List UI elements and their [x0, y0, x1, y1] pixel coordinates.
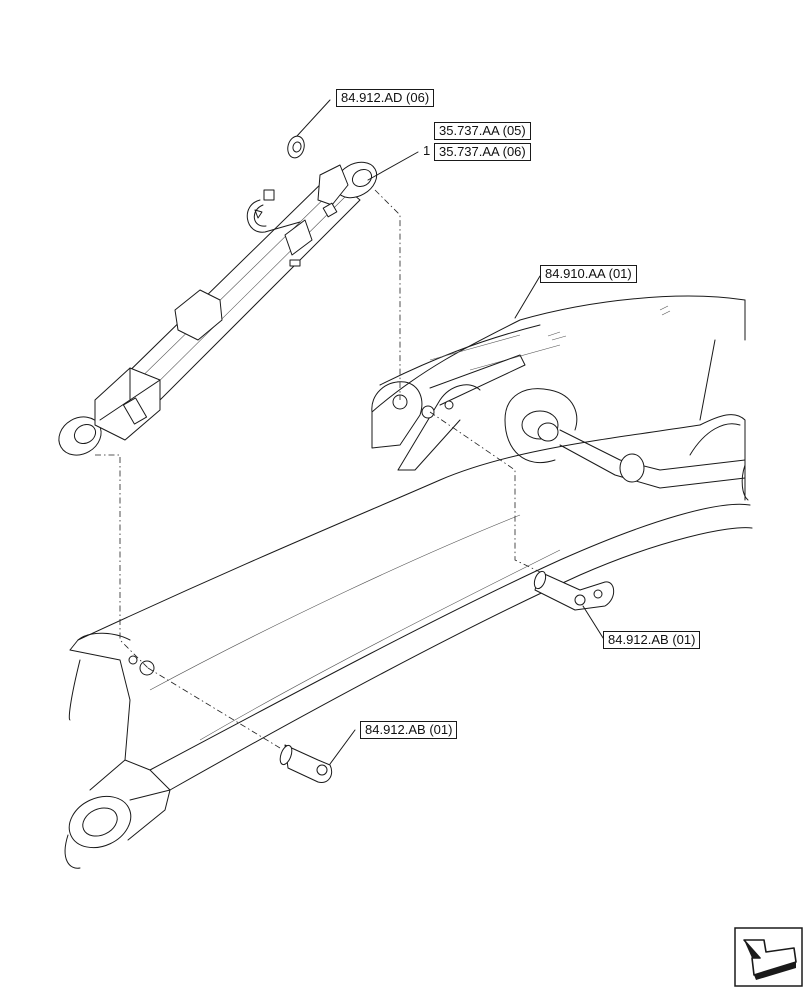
washer	[287, 135, 305, 159]
pin-upper	[533, 570, 615, 611]
ref-cylinder-a[interactable]: 35.737.AA (05)	[434, 122, 531, 140]
leader-lines	[296, 99, 606, 765]
arrow-nav-icon[interactable]	[734, 927, 803, 987]
item-number: 1	[423, 143, 431, 158]
ref-pin-lower[interactable]: 84.912.AB (01)	[360, 721, 458, 739]
boom	[64, 295, 753, 869]
hydraulic-cylinder	[58, 161, 378, 456]
ref-pin-upper[interactable]: 84.912.AB (01)	[603, 631, 701, 649]
pin-lower	[279, 744, 333, 784]
ref-cylinder-b[interactable]: 35.737.AA (06)	[434, 143, 531, 161]
assembly-lines	[95, 189, 541, 749]
ref-boom[interactable]: 84.910.AA (01)	[540, 265, 637, 283]
ref-washer[interactable]: 84.912.AD (06)	[336, 89, 435, 107]
